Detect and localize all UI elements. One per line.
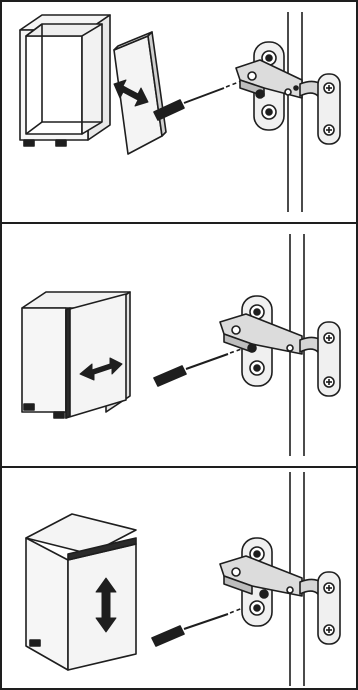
cabinet-open (20, 15, 110, 146)
hinge-icon (220, 234, 340, 456)
hinge-icon (220, 472, 340, 686)
screwdriver-icon (154, 344, 256, 386)
panel-2-illustration (2, 224, 356, 466)
hinge-icon (236, 12, 340, 212)
door-closed (66, 294, 126, 418)
panel-vertical-adjustment (0, 466, 358, 690)
panel-1-illustration (2, 2, 356, 222)
panel-horizontal-adjustment (0, 222, 358, 468)
panel-depth-adjustment (0, 0, 358, 224)
panel-3-illustration (2, 468, 356, 688)
screwdriver-icon (154, 76, 254, 120)
